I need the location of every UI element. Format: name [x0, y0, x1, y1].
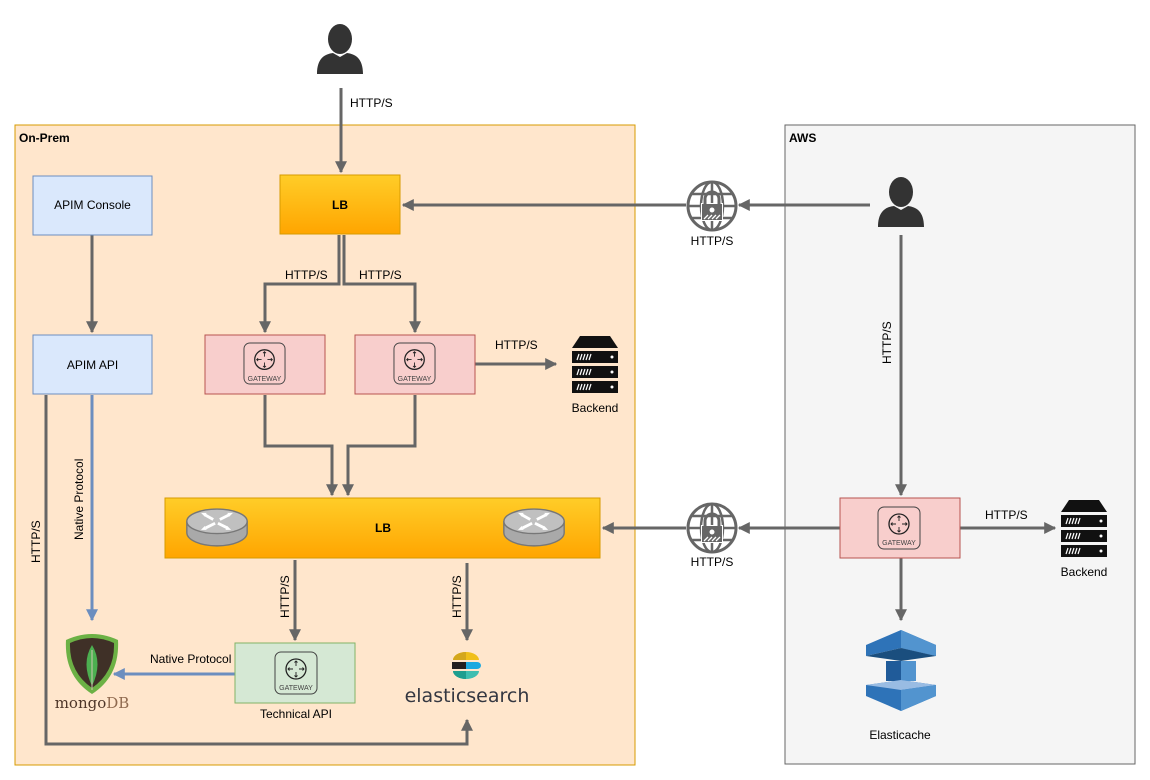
edge-label-lb2-to-es: HTTP/S — [450, 575, 464, 618]
edge-label-aws-user-to-gw: HTTP/S — [880, 321, 894, 364]
gateway-icon-label: GATEWAY — [882, 540, 916, 547]
edge-label-gw2-to-backend: HTTP/S — [495, 338, 538, 352]
gateway-node-2[interactable]: GATEWAY — [354, 334, 476, 395]
lb-top-label: LB — [332, 198, 348, 212]
elasticache-icon — [866, 630, 936, 711]
edge-label-aws-gw-to-backend: HTTP/S — [985, 508, 1028, 522]
aws-zone: AWS — [784, 124, 1136, 765]
edge-api-to-es — [44, 395, 473, 746]
elasticache-node[interactable]: Elasticache — [866, 630, 936, 742]
technical-api-node[interactable]: GATEWAY Technical API — [234, 642, 356, 721]
router-icon — [185, 507, 249, 548]
edge-label-user-to-lb: HTTP/S — [350, 96, 393, 110]
secure-globe-icon — [686, 502, 738, 554]
lb-top-node[interactable]: LB — [279, 174, 401, 235]
globe-bottom-node: HTTP/S — [686, 502, 738, 569]
gateway-node-1[interactable]: GATEWAY — [204, 334, 326, 395]
gateway-icon-label: GATEWAY — [279, 685, 313, 692]
technical-api-label: Technical API — [260, 707, 332, 721]
mongodb-node[interactable]: mongoDB — [55, 634, 130, 712]
onprem-zone-label: On-Prem — [19, 131, 70, 145]
mongodb-leaf-icon — [65, 634, 119, 694]
apim-console-node[interactable]: APIM Console — [32, 175, 153, 236]
gateway-icon-label: GATEWAY — [248, 376, 282, 383]
elasticsearch-node[interactable]: elasticsearch — [405, 652, 530, 707]
secure-globe-icon — [686, 180, 738, 232]
aws-zone-label: AWS — [789, 131, 816, 145]
edge-label-api-to-es: HTTP/S — [29, 520, 43, 563]
mongodb-label: mongoDB — [55, 694, 130, 712]
lb-bottom-label: LB — [375, 521, 391, 535]
apim-api-node[interactable]: APIM API — [32, 334, 153, 395]
globe-top-node: HTTP/S — [686, 180, 738, 248]
edge-gw2-to-lb2 — [342, 395, 417, 497]
edge-label-api-to-mongo: Native Protocol — [72, 459, 86, 540]
edge-label-lb2-to-techapi: HTTP/S — [278, 575, 292, 618]
elasticsearch-logo-icon — [452, 652, 481, 679]
edges-native — [86, 395, 235, 680]
apim-console-label: APIM Console — [54, 198, 131, 212]
backend-onprem-node[interactable]: Backend — [571, 335, 619, 415]
backend-onprem-label: Backend — [572, 401, 619, 415]
edge-label-lb-to-gw1: HTTP/S — [285, 268, 328, 282]
apim-api-label: APIM API — [67, 358, 118, 372]
edges — [44, 88, 1057, 746]
backend-aws-node[interactable]: Backend — [1060, 499, 1108, 579]
globe-top-label: HTTP/S — [691, 234, 734, 248]
edge-lb-to-gw1 — [259, 235, 341, 334]
edge-label-lb-to-gw2: HTTP/S — [359, 268, 402, 282]
elasticsearch-label: elasticsearch — [405, 685, 530, 707]
globe-bottom-label: HTTP/S — [691, 555, 734, 569]
user-icon — [317, 24, 363, 74]
gateway-icon-label: GATEWAY — [398, 376, 432, 383]
router-icon — [502, 507, 566, 548]
lb-bottom-node[interactable]: LB — [164, 497, 601, 559]
edge-gw1-to-lb2 — [263, 395, 338, 497]
edge-lb-to-gw2 — [342, 235, 421, 334]
aws-gateway-node[interactable]: GATEWAY — [839, 497, 961, 559]
elasticache-label: Elasticache — [869, 728, 931, 742]
edge-label-techapi-to-mongo: Native Protocol — [150, 652, 231, 666]
backend-aws-label: Backend — [1061, 565, 1108, 579]
